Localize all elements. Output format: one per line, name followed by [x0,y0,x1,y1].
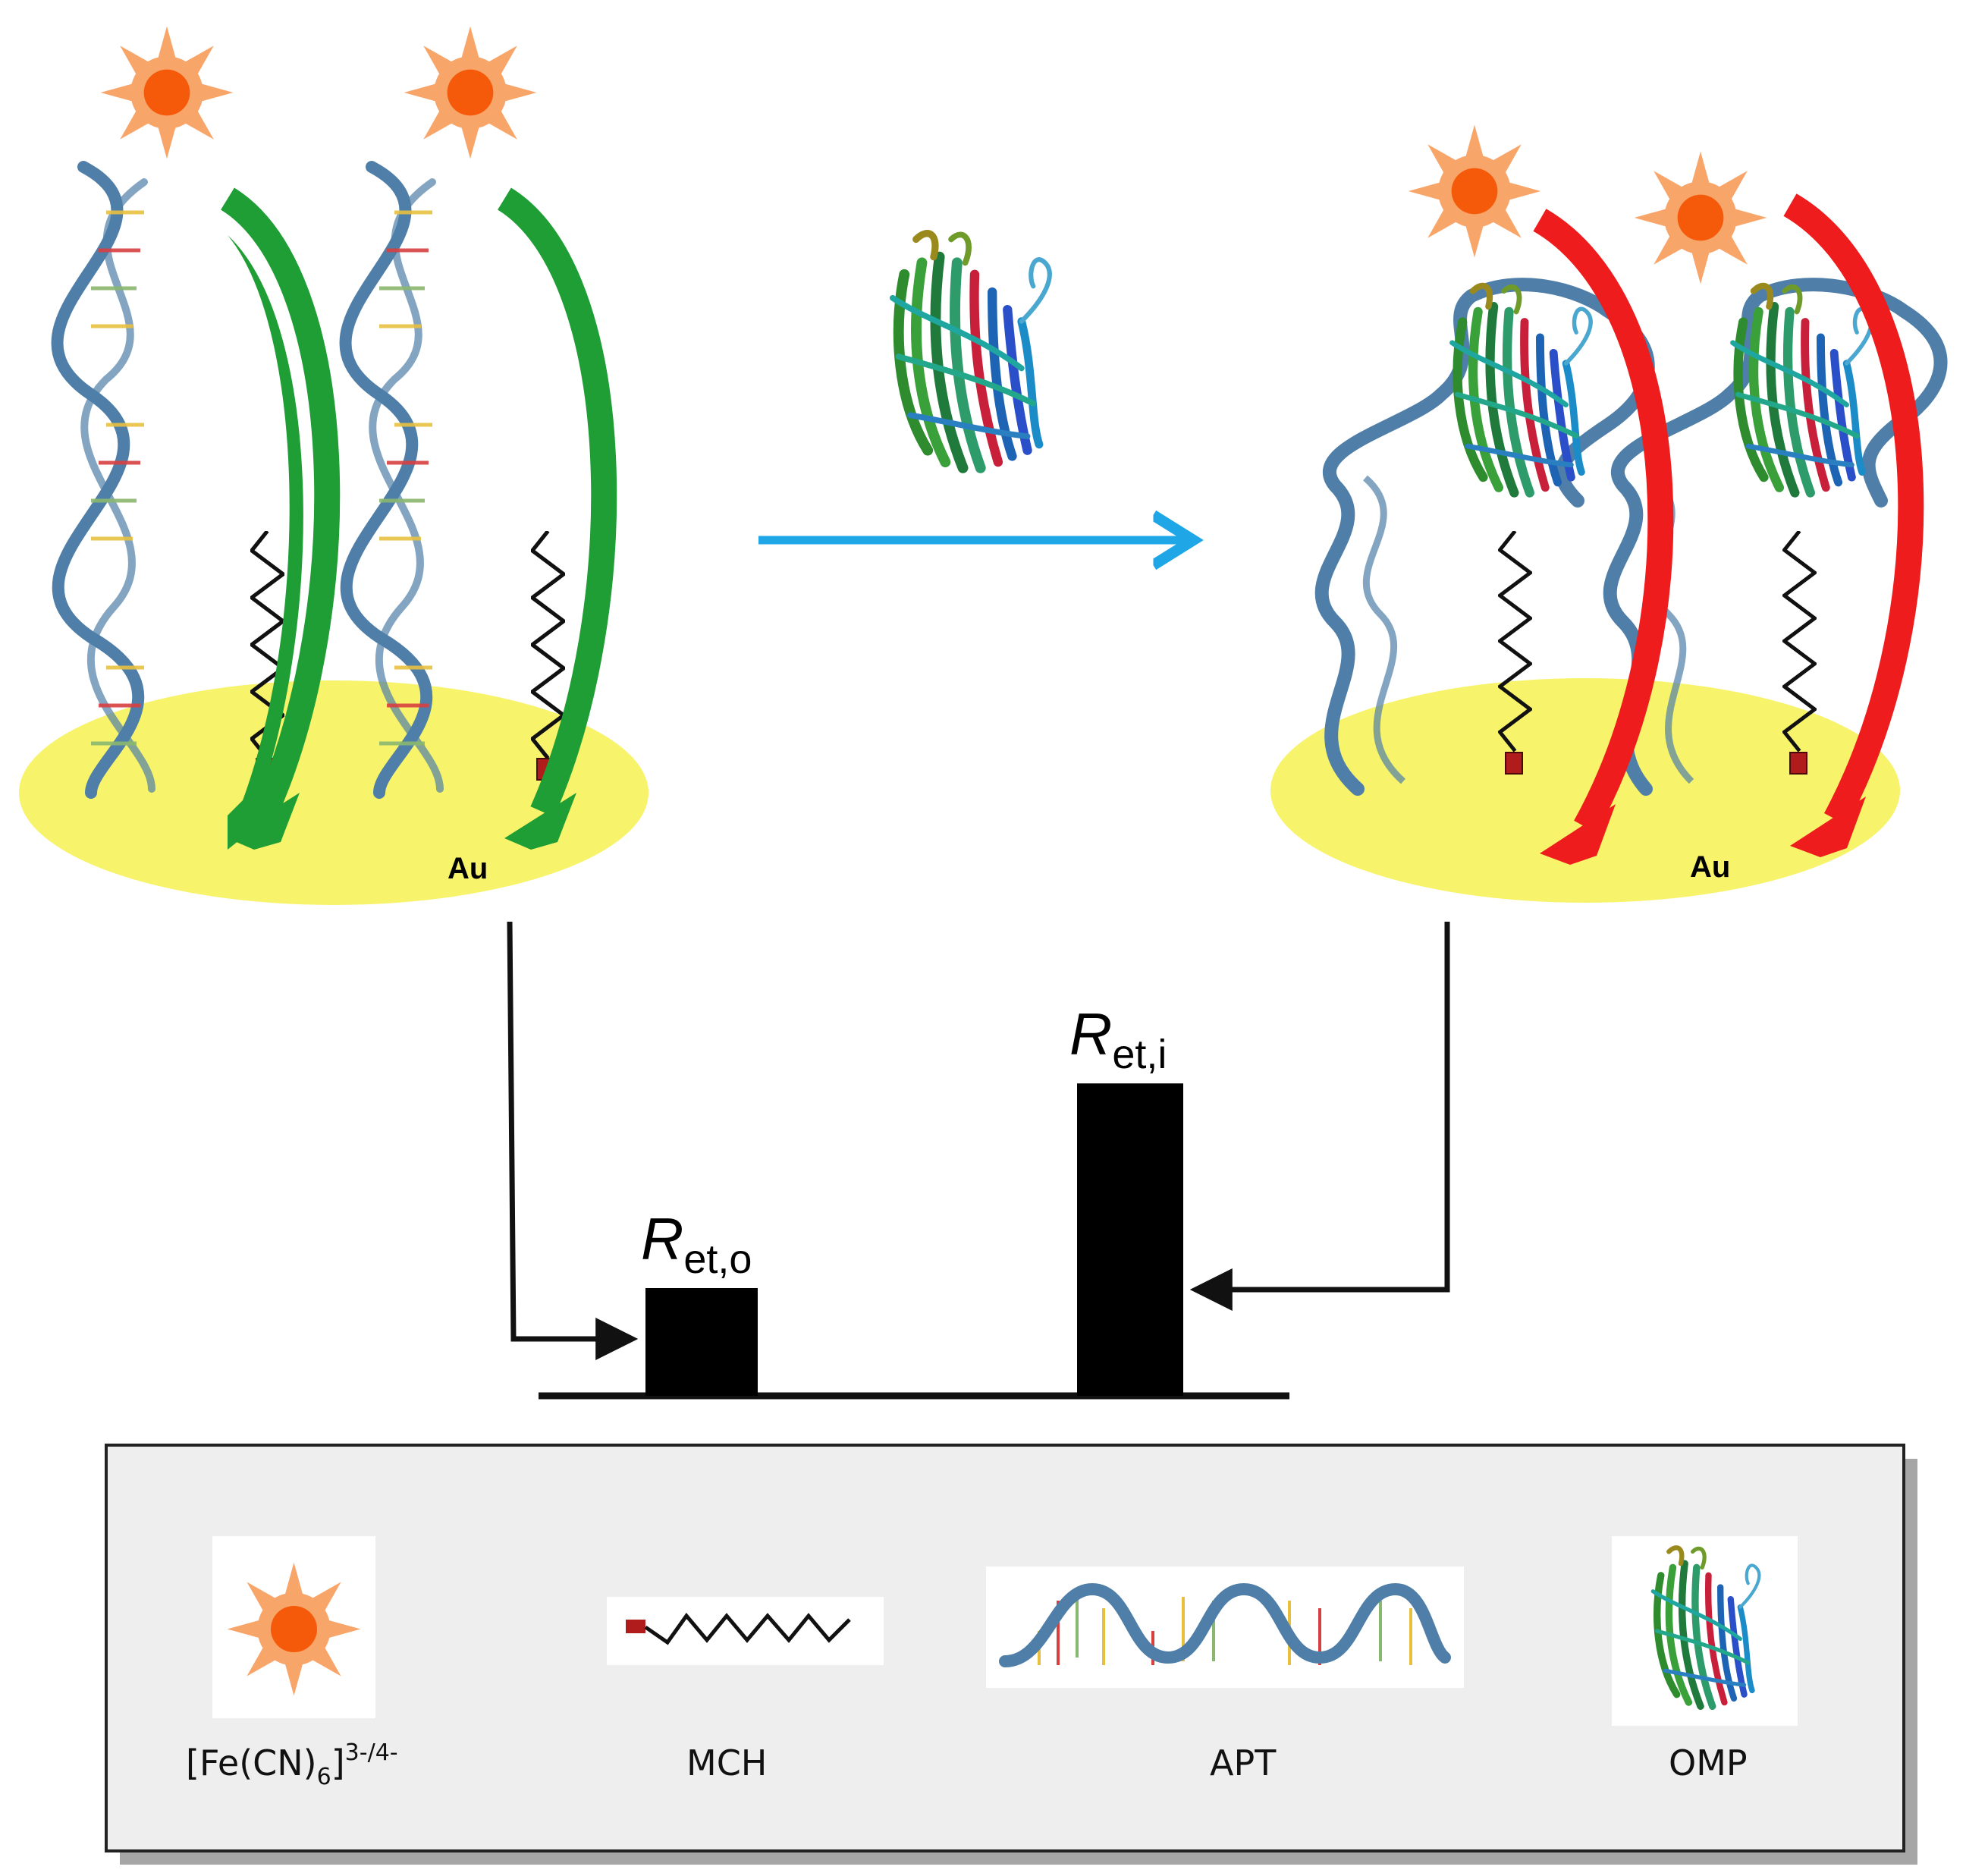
legend-item-mch: MCH [607,1597,884,1783]
redox-probe-icon [1634,151,1767,284]
electron-transfer-arrow-left-1 [228,197,303,850]
omp-addition-step [758,234,1183,540]
resistance-bar-ret-o [645,1288,758,1396]
mch-right-1 [1500,531,1531,775]
mch-right-2 [1785,531,1815,775]
charge-transfer-resistance-chart: Ret,o Ret,i [507,921,1450,1400]
blocked-transfer-arrow-right-2 [1783,193,1924,826]
gold-surface-right [1270,678,1900,903]
legend-label-aptamer: APT [1210,1742,1277,1783]
aptamer-icon [999,1582,1451,1667]
blocked-transfer-arrow-right-1 [1533,209,1674,834]
legend-item-aptamer: APT [986,1566,1464,1783]
mch-icon [626,1620,645,1633]
legend-item-omp: OMP [1612,1536,1798,1783]
legend-label-omp: OMP [1669,1742,1748,1783]
gold-surface-label-left: Au [448,852,488,885]
legend-label-redox-probe: [Fe(CN)6]3-/4- [186,1739,398,1790]
redox-probe-icon [100,26,234,159]
resistance-bar-ret-i [1077,1083,1183,1396]
electron-transfer-arrow-left-2 [497,187,617,817]
redox-probe-icon [227,1562,361,1696]
gold-surface-label-right: Au [1690,850,1730,884]
aptamer-left-2 [339,161,444,799]
omp-protein-icon [893,234,1050,468]
redox-probe-icon [1408,124,1541,258]
legend-label-mch: MCH [686,1742,767,1783]
right-connector-arrow [1189,922,1450,1311]
left-electrode-panel: Au [19,26,649,905]
legend-box: [Fe(CN)6]3-/4- MCH [105,1444,1917,1865]
legend-item-redox-probe: [Fe(CN)6]3-/4- [186,1536,398,1790]
aptamer-left-1 [51,161,155,799]
left-connector-arrow [507,921,639,1360]
gold-surface-left [19,680,649,905]
right-electrode-panel: Au [1270,124,1948,903]
redox-probe-icon [404,26,537,159]
resistance-label-ret-i: Ret,i [1069,1001,1167,1077]
resistance-label-ret-o: Ret,o [641,1205,752,1282]
